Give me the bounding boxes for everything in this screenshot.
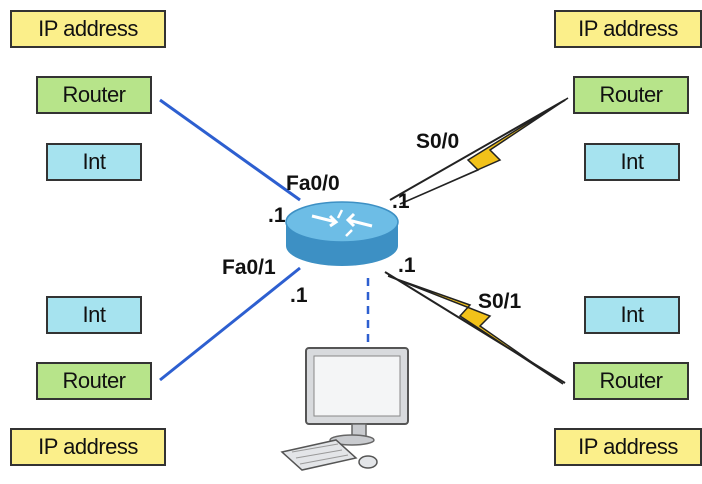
interface-label-s0-0: S0/0 (416, 130, 460, 153)
ethernet-link-fa0-0 (159, 98, 301, 202)
interface-label-s0-1: S0/1 (478, 290, 522, 313)
int-box-bottom-right: Int (584, 296, 680, 334)
host-address-s0-1: .1 (398, 254, 416, 277)
router-box-bottom-left: Router (36, 362, 152, 400)
computer-icon (280, 347, 409, 471)
host-address-s0-0: .1 (392, 190, 410, 213)
int-box-top-left: Int (46, 143, 142, 181)
ethernet-link-fa0-1 (159, 266, 301, 382)
int-box-bottom-left: Int (46, 296, 142, 334)
router-box-top-right: Router (573, 76, 689, 114)
ip-address-box-bottom-left: IP address (10, 428, 166, 466)
int-label: Int (620, 302, 644, 327)
int-label: Int (82, 149, 106, 174)
ip-address-box-top-right: IP address (554, 10, 702, 48)
host-address-fa0-1: .1 (290, 284, 308, 307)
ip-address-label: IP address (578, 434, 678, 459)
ip-address-box-bottom-right: IP address (554, 428, 702, 466)
router-label: Router (599, 368, 663, 393)
ip-address-label: IP address (38, 16, 138, 41)
interface-label-fa0-0: Fa0/0 (286, 172, 340, 195)
int-label: Int (82, 302, 106, 327)
serial-link-s0-0-bolt (399, 97, 569, 205)
ip-address-box-top-left: IP address (10, 10, 166, 48)
host-address-fa0-0: .1 (268, 204, 286, 227)
router-label: Router (62, 368, 126, 393)
router-box-top-left: Router (36, 76, 152, 114)
serial-link-s0-0-line (389, 99, 566, 201)
router-label: Router (62, 82, 126, 107)
router-box-bottom-right: Router (573, 362, 689, 400)
ip-address-label: IP address (38, 434, 138, 459)
router-icon (285, 201, 399, 266)
router-label: Router (599, 82, 663, 107)
interface-label-fa0-1: Fa0/1 (222, 256, 276, 279)
serial-link-s0-1-bolt (387, 275, 564, 385)
int-box-top-right: Int (584, 143, 680, 181)
int-label: Int (620, 149, 644, 174)
ip-address-label: IP address (578, 16, 678, 41)
